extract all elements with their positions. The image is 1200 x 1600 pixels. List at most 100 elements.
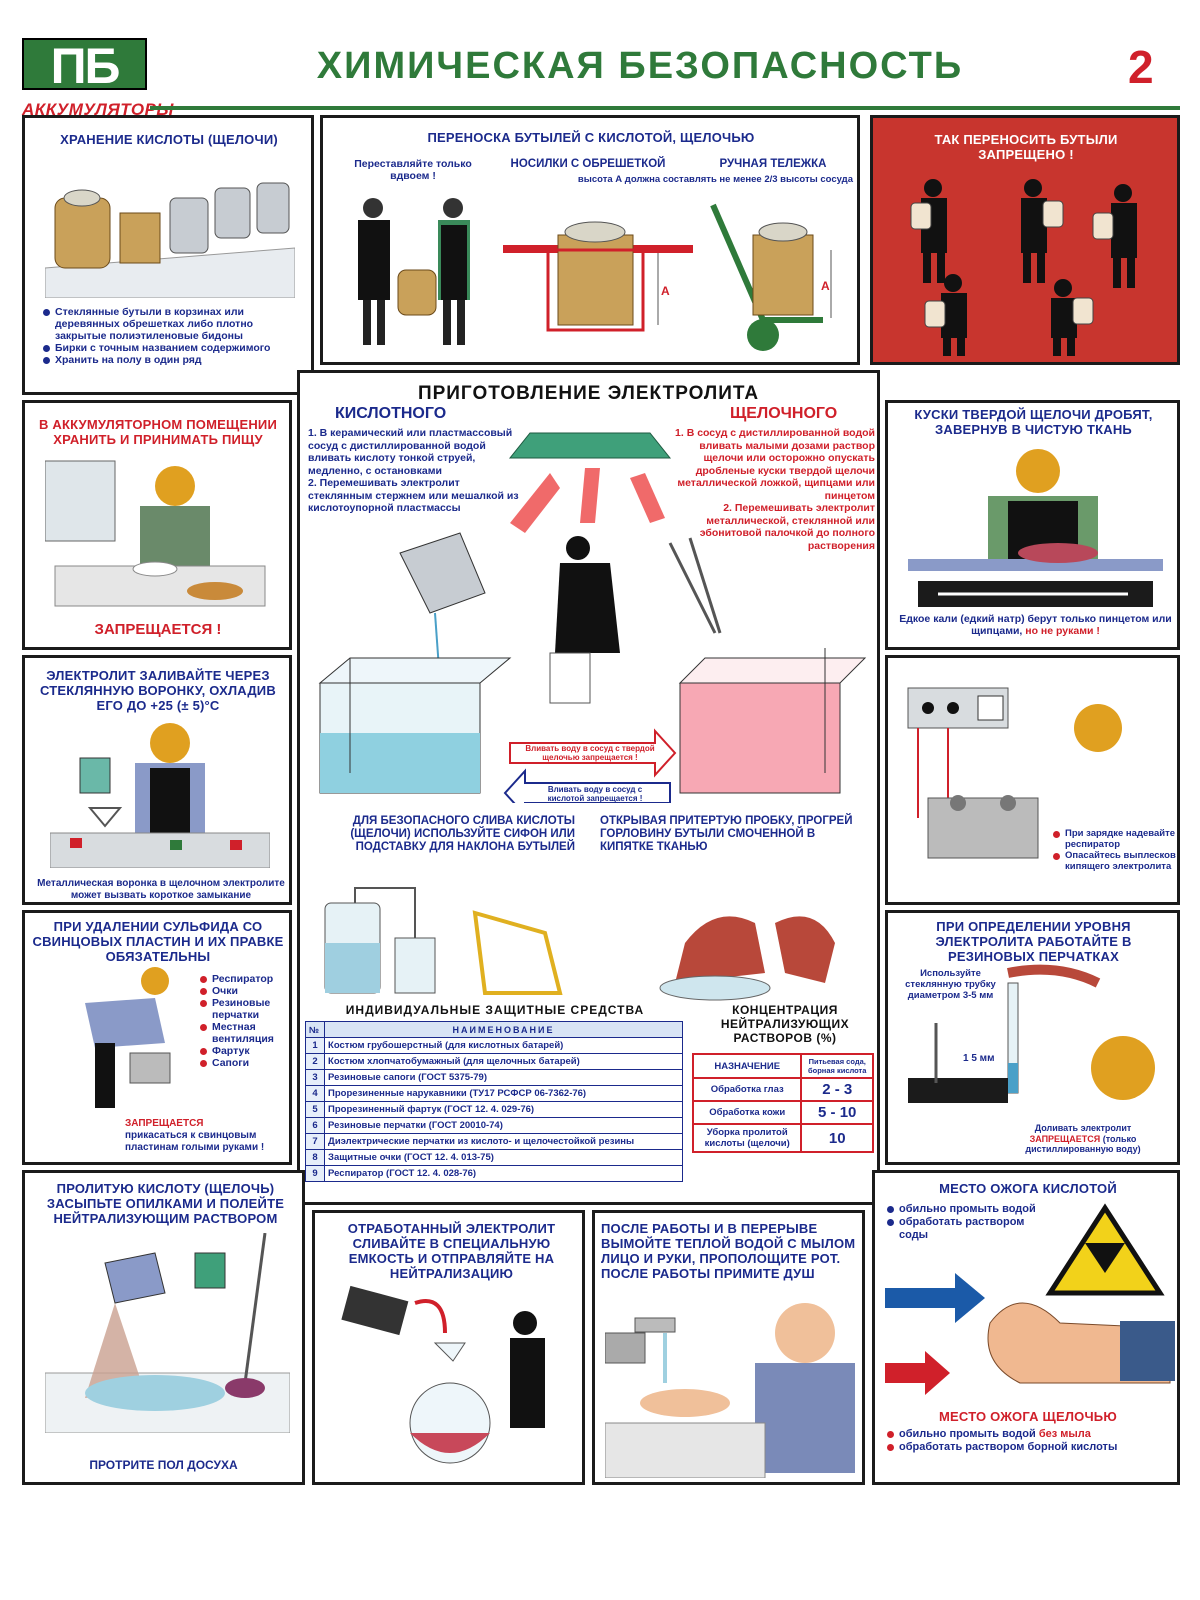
panel-burn: МЕСТО ОЖОГА КИСЛОТОЙ обильно промыть вод… [872, 1170, 1180, 1485]
acid-heading: КИСЛОТНОГО [335, 405, 447, 422]
alkali-tank [678, 648, 867, 794]
panel-level: ПРИ ОПРЕДЕЛЕНИИ УРОВНЯ ЭЛЕКТРОЛИТА РАБОТ… [885, 910, 1180, 1165]
storage-illustration [45, 182, 295, 298]
spill-illustration [45, 1233, 290, 1433]
sulfide-forbidden-word: ЗАПРЕЩАЕТСЯ [125, 1118, 204, 1129]
alkali-heading: ЩЕЛОЧНОГО [730, 405, 838, 422]
bullet-icon [887, 1431, 894, 1438]
siphon-text: ДЛЯ БЕЗОПАСНОГО СЛИВА КИСЛОТЫ (ЩЕЛОЧИ) И… [350, 815, 575, 853]
panel-waste: ОТРАБОТАННЫЙ ЭЛЕКТРОЛИТ СЛИВАЙТЕ В СПЕЦИ… [312, 1210, 585, 1485]
carry-illustration: А А [358, 198, 832, 351]
crush-illustration [908, 449, 1163, 607]
sulfide-illustration [85, 967, 171, 1108]
charging-bullets: При зарядке надевайте респиратор Опасайт… [1053, 828, 1177, 872]
storage-bullets: Стеклянные бутыли в корзинах или деревян… [43, 306, 305, 366]
panel-funnel: ЭЛЕКТРОЛИТ ЗАЛИВАЙТЕ ЧЕРЕЗ СТЕКЛЯННУЮ ВО… [22, 655, 292, 905]
sulfide-forbidden: ЗАПРЕЩАЕТСЯ прикасаться к свинцовым плас… [125, 1118, 287, 1154]
wash-title: ПОСЛЕ РАБОТЫ И В ПЕРЕРЫВЕ ВЫМОЙТЕ ТЕПЛОЙ… [601, 1221, 856, 1281]
table-header: НАЗНАЧЕНИЕ Питьевая сода, борная кислота [691, 1053, 874, 1079]
list-item: Резиновые перчатки [200, 997, 289, 1021]
carry-two-people: Переставляйте только вдвоем ! [354, 158, 472, 182]
siphon-illustration [324, 887, 835, 1001]
sulfide-forbidden-text: прикасаться к свинцовым пластинам голыми… [125, 1130, 265, 1153]
funnel-illustration [50, 723, 270, 868]
list-item: обработать раствором борной кислоты [887, 1441, 1177, 1454]
funnel-title: ЭЛЕКТРОЛИТ ЗАЛИВАЙТЕ ЧЕРЕЗ СТЕКЛЯННУЮ ВО… [40, 668, 276, 713]
warn-alkali: Вливать воду в сосуд с твердой щелочью з… [525, 744, 655, 762]
forbidden-carry-illustration [910, 179, 1137, 356]
logo-mark: ПБ [22, 38, 147, 92]
crush-note: Едкое кали (едкий натр) берут только пин… [896, 613, 1175, 637]
waste-illustration [341, 1285, 545, 1464]
list-item: Стеклянные бутыли в корзинах или деревян… [43, 306, 305, 342]
panel-sulfide: ПРИ УДАЛЕНИИ СУЛЬФИДА СО СВИНЦОВЫХ ПЛАСТ… [22, 910, 292, 1165]
panel-spill: ПРОЛИТУЮ КИСЛОТУ (ЩЕЛОЧЬ) ЗАСЫПЬТЕ ОПИЛК… [22, 1170, 305, 1485]
list-item: При зарядке надевайте респиратор [1053, 828, 1177, 850]
burn-illustration [885, 1203, 1175, 1395]
carry-height-note: высота А должна составлять не менее 2/3 … [577, 174, 853, 185]
electrolyte-title: ПРИГОТОВЛЕНИЕ ЭЛЕКТРОЛИТА [417, 383, 760, 404]
panel-crush: КУСКИ ТВЕРДОЙ ЩЕЛОЧИ ДРОБЯТ, ЗАВЕРНУВ В … [885, 400, 1180, 650]
crush-title: КУСКИ ТВЕРДОЙ ЩЕЛОЧИ ДРОБЯТ, ЗАВЕРНУВ В … [914, 407, 1153, 437]
panel-carry: ПЕРЕНОСКА БУТЫЛЕЙ С КИСЛОТОЙ, ЩЕЛОЧЬЮ Пе… [320, 115, 860, 365]
ventilation-hood [508, 432, 672, 459]
conc-table: НАЗНАЧЕНИЕ Питьевая сода, борная кислота… [691, 1053, 874, 1153]
level-note-b: (только дистиллированную воду) [1025, 1133, 1141, 1155]
level-note: Доливать электролит ЗАПРЕЩАЕТСЯ (только … [988, 1123, 1177, 1155]
warn-arrow-right [509, 728, 677, 778]
food-illustration [45, 460, 266, 607]
ppe-title: ИНДИВИДУАЛЬНЫЕ ЗАЩИТНЫЕ СРЕДСТВА [345, 1003, 645, 1017]
acid-tank [318, 657, 512, 794]
panel-forbidden-carry: ТАК ПЕРЕНОСИТЬ БУТЫЛИ ЗАПРЕЩЕНО ! [870, 115, 1180, 365]
list-item: обильно промыть водой [887, 1203, 1037, 1216]
level-mm: 1 5 мм [963, 1053, 995, 1064]
tongs [668, 537, 722, 634]
bullet-icon [887, 1444, 894, 1451]
heat-arrows [510, 468, 665, 533]
stopper-text: ОТКРЫВАЯ ПРИТЕРТУЮ ПРОБКУ, ПРОГРЕЙ ГОРЛО… [600, 815, 853, 853]
level-note-red: ЗАПРЕЩАЕТСЯ [1029, 1133, 1101, 1144]
waste-title: ОТРАБОТАННЫЙ ЭЛЕКТРОЛИТ СЛИВАЙТЕ В СПЕЦИ… [347, 1221, 556, 1281]
list-item: Бирки с точным названием содержимого [43, 342, 305, 354]
list-item: Местная вентиляция [200, 1021, 289, 1045]
level-title: ПРИ ОПРЕДЕЛЕНИИ УРОВНЯ ЭЛЕКТРОЛИТА РАБОТ… [935, 919, 1132, 964]
level-tube: Используйте стеклянную трубку диаметром … [905, 968, 996, 1001]
conc-col-purpose: НАЗНАЧЕНИЕ [691, 1053, 803, 1079]
page-title: ХИМИЧЕСКАЯ БЕЗОПАСНОСТЬ [316, 45, 964, 87]
acid-jug [399, 532, 486, 684]
list-item: Сапоги [200, 1057, 289, 1069]
hand-drawing [987, 1302, 1175, 1384]
funnel-note: Металлическая воронка в щелочном электро… [37, 878, 285, 901]
storage-title: ХРАНЕНИЕ КИСЛОТЫ (ЩЕЛОЧИ) [60, 132, 278, 147]
stretcher-drawing [503, 221, 693, 332]
carry-stretcher: НОСИЛКИ С ОБРЕШЕТКОЙ [510, 158, 666, 170]
warn-acid: Вливать воду в сосуд с кислотой запрещае… [547, 785, 643, 803]
food-title: В АККУМУЛЯТОРНОМ ПОМЕЩЕНИИ ХРАНИТЬ И ПРИ… [38, 417, 278, 447]
burn-alkali-list: обильно промыть водой без мыла обработат… [887, 1428, 1177, 1454]
basket-bottle [54, 189, 111, 269]
list-item: Фартук [200, 1045, 289, 1057]
level-note-a: Доливать электролит [1034, 1123, 1132, 1133]
charging-illustration [907, 687, 1122, 859]
header-rule [150, 106, 1180, 110]
spill-title: ПРОЛИТУЮ КИСЛОТУ (ЩЕЛОЧЬ) ЗАСЫПЬТЕ ОПИЛК… [46, 1181, 285, 1226]
arrow-right-red-icon [885, 1351, 950, 1395]
spill-bottom: ПРОТРИТЕ ПОЛ ДОСУХА [89, 1458, 238, 1472]
list-item: Хранить на полу в один ряд [43, 354, 305, 366]
list-item: Очки [200, 985, 289, 997]
list-item: обработать раствором соды [887, 1216, 1037, 1242]
food-forbidden: ЗАПРЕЩАЕТСЯ ! [94, 621, 222, 638]
table-row: Уборка пролитой кислоты (щелочи)10 [691, 1123, 874, 1153]
crush-note-red: но не руками ! [1025, 625, 1100, 637]
burn-acid-bullets: обильно промыть водой обработать раствор… [887, 1203, 1037, 1242]
